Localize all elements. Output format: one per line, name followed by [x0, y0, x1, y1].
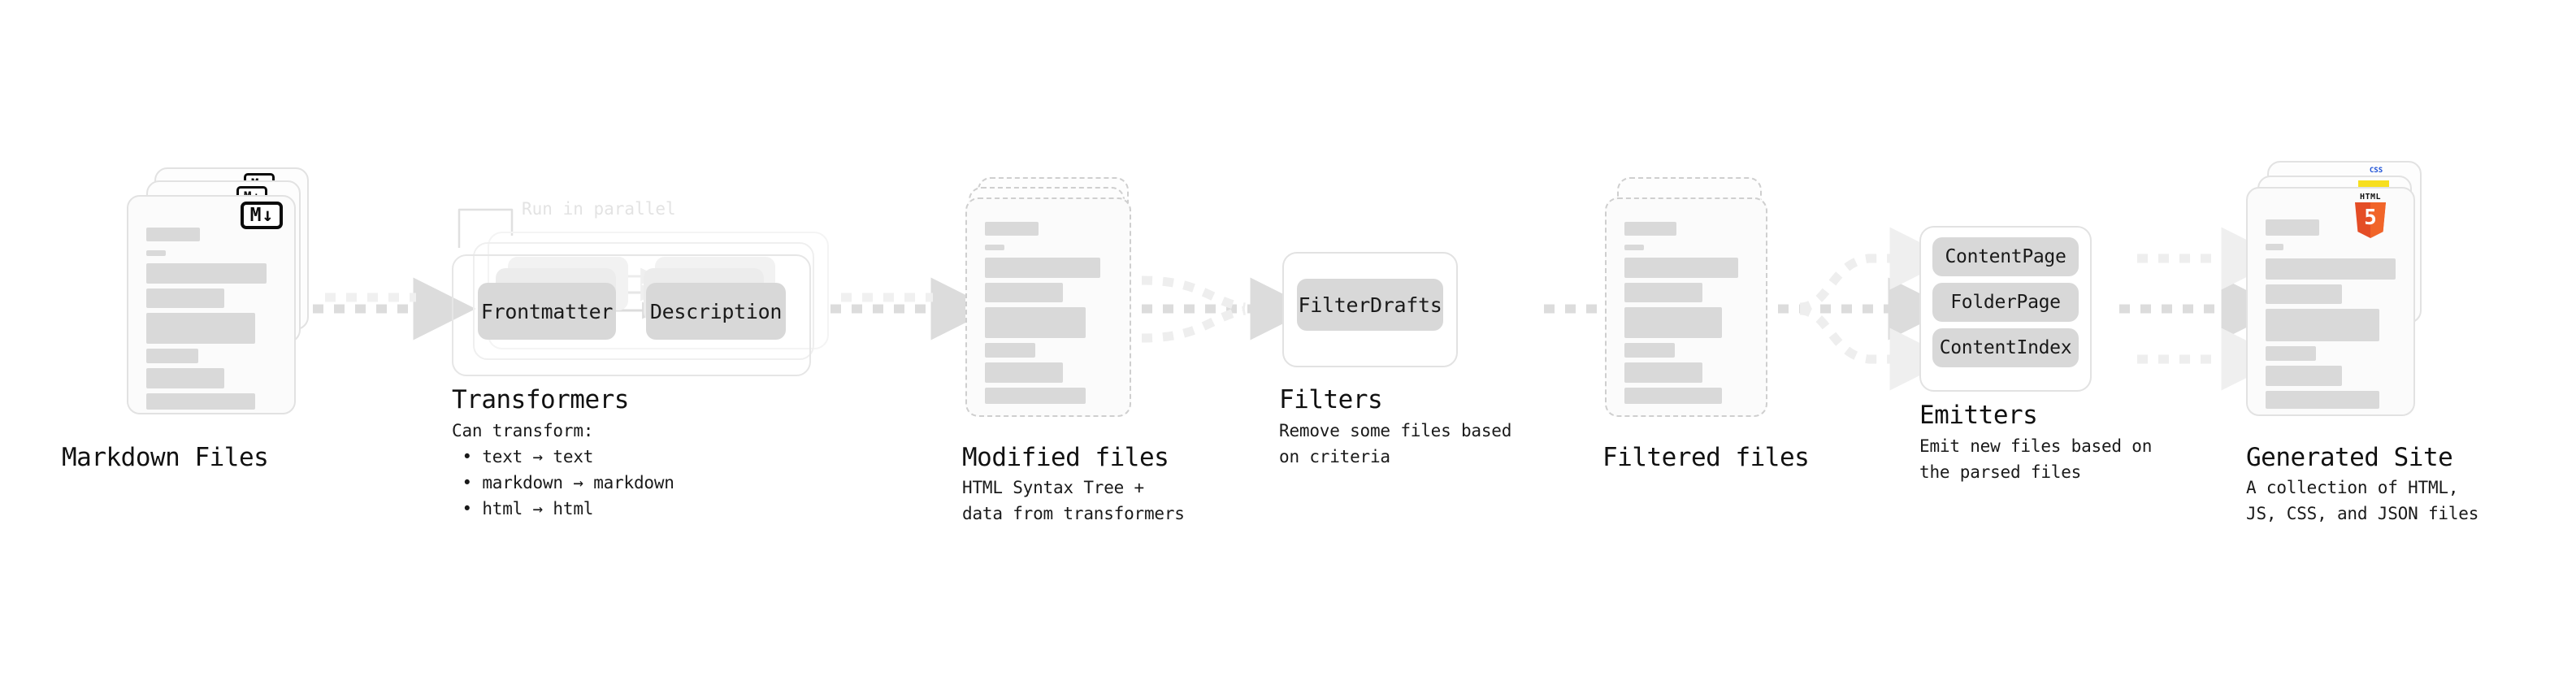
site-card-front[interactable]: [2246, 187, 2415, 416]
content-bar: [985, 222, 1039, 236]
html5-label: HTML: [2359, 193, 2382, 202]
content-bar: [146, 393, 255, 410]
content-bar: [146, 228, 200, 241]
stage-title-filtered-files: Filtered files: [1602, 443, 1810, 472]
content-bar: [985, 258, 1100, 278]
stage-subtitle-emitters: Emit new files based on the parsed files: [1919, 436, 2153, 482]
wire-modified-to-filters: [1141, 275, 1313, 343]
content-bar: [1624, 307, 1722, 338]
content-bar: [2266, 366, 2342, 386]
markdown-icon: M↓: [241, 202, 283, 229]
pill-label: Frontmatter: [480, 299, 614, 323]
transformer-pill-frontmatter[interactable]: Frontmatter: [478, 283, 616, 340]
transformer-group-front[interactable]: [452, 254, 811, 376]
content-bar: [1624, 388, 1722, 404]
stage-subtitle-generated-site: A collection of HTML, JS, CSS, and JSON …: [2246, 478, 2479, 523]
markdown-arrow: ↓: [262, 204, 274, 226]
markdown-card-front[interactable]: [127, 195, 296, 414]
stage-title-markdown-files: Markdown Files: [62, 443, 269, 472]
content-bar: [146, 313, 255, 344]
html5-icon: HTML 5: [2355, 193, 2386, 238]
content-bar: [2266, 309, 2379, 341]
html5-shield: 5: [2355, 202, 2386, 238]
html5-digit: 5: [2364, 206, 2377, 230]
pill-label: Description: [649, 299, 783, 323]
css-label: CSS: [2369, 167, 2383, 175]
content-bar: [985, 388, 1086, 404]
content-bar: [985, 343, 1035, 358]
pill-label: FolderPage: [1950, 292, 2061, 313]
content-bar: [146, 368, 224, 388]
stage-title-generated-site: Generated Site: [2246, 443, 2453, 472]
content-bar: [1624, 258, 1738, 278]
content-bar: [2266, 244, 2283, 250]
content-bar: [1624, 343, 1675, 358]
content-bar: [1624, 222, 1676, 236]
emitter-pill-folderpage[interactable]: FolderPage: [1932, 283, 2079, 322]
content-bar: [2266, 219, 2319, 236]
stage-title-modified-files: Modified files: [962, 443, 1169, 472]
content-bar: [2266, 284, 2342, 304]
pill-label: ContentIndex: [1939, 337, 2072, 358]
content-bar: [1624, 245, 1644, 250]
filtered-card-front[interactable]: [1605, 197, 1767, 417]
content-bar: [2266, 391, 2379, 409]
stage-subtitle-modified-files: HTML Syntax Tree + data from transformer…: [962, 478, 1185, 523]
content-bar: [2266, 346, 2316, 361]
modified-card-front[interactable]: [965, 197, 1131, 417]
stage-subtitle-transformers: Can transform: • text → text • markdown …: [452, 421, 674, 518]
pill-label: FilterDrafts: [1298, 293, 1442, 317]
content-bar: [146, 288, 224, 308]
content-bar: [985, 245, 1004, 250]
stage-title-filters: Filters: [1279, 385, 1383, 414]
transformer-pill-description[interactable]: Description: [646, 283, 786, 340]
emitter-pill-contentindex[interactable]: ContentIndex: [1932, 328, 2079, 367]
markdown-letter: M: [249, 204, 262, 226]
run-in-parallel-annotation: Run in parallel: [522, 199, 676, 219]
wire-markdown-to-transformers: [313, 277, 476, 340]
emitter-pill-contentpage[interactable]: ContentPage: [1932, 237, 2079, 276]
wire-emitters-to-site: [2119, 227, 2284, 391]
content-bar: [985, 307, 1086, 338]
filter-pill-filterdrafts[interactable]: FilterDrafts: [1297, 279, 1443, 331]
stage-subtitle-filters: Remove some files based on criteria: [1279, 421, 1512, 466]
content-bar: [146, 250, 166, 256]
content-bar: [1624, 362, 1702, 383]
content-bar: [985, 283, 1063, 302]
content-bar: [985, 362, 1063, 383]
content-bar: [146, 349, 198, 363]
stage-title-emitters: Emitters: [1919, 401, 2038, 430]
content-bar: [146, 263, 267, 284]
wire-transformers-to-modified: [830, 277, 994, 340]
transformer-group-mid: [473, 242, 814, 360]
content-bar: [2266, 258, 2396, 280]
content-bar: [1624, 283, 1702, 302]
wire-filtered-to-emitters: [1778, 227, 1953, 391]
pill-label: ContentPage: [1945, 246, 2066, 267]
stage-title-transformers: Transformers: [452, 385, 629, 414]
